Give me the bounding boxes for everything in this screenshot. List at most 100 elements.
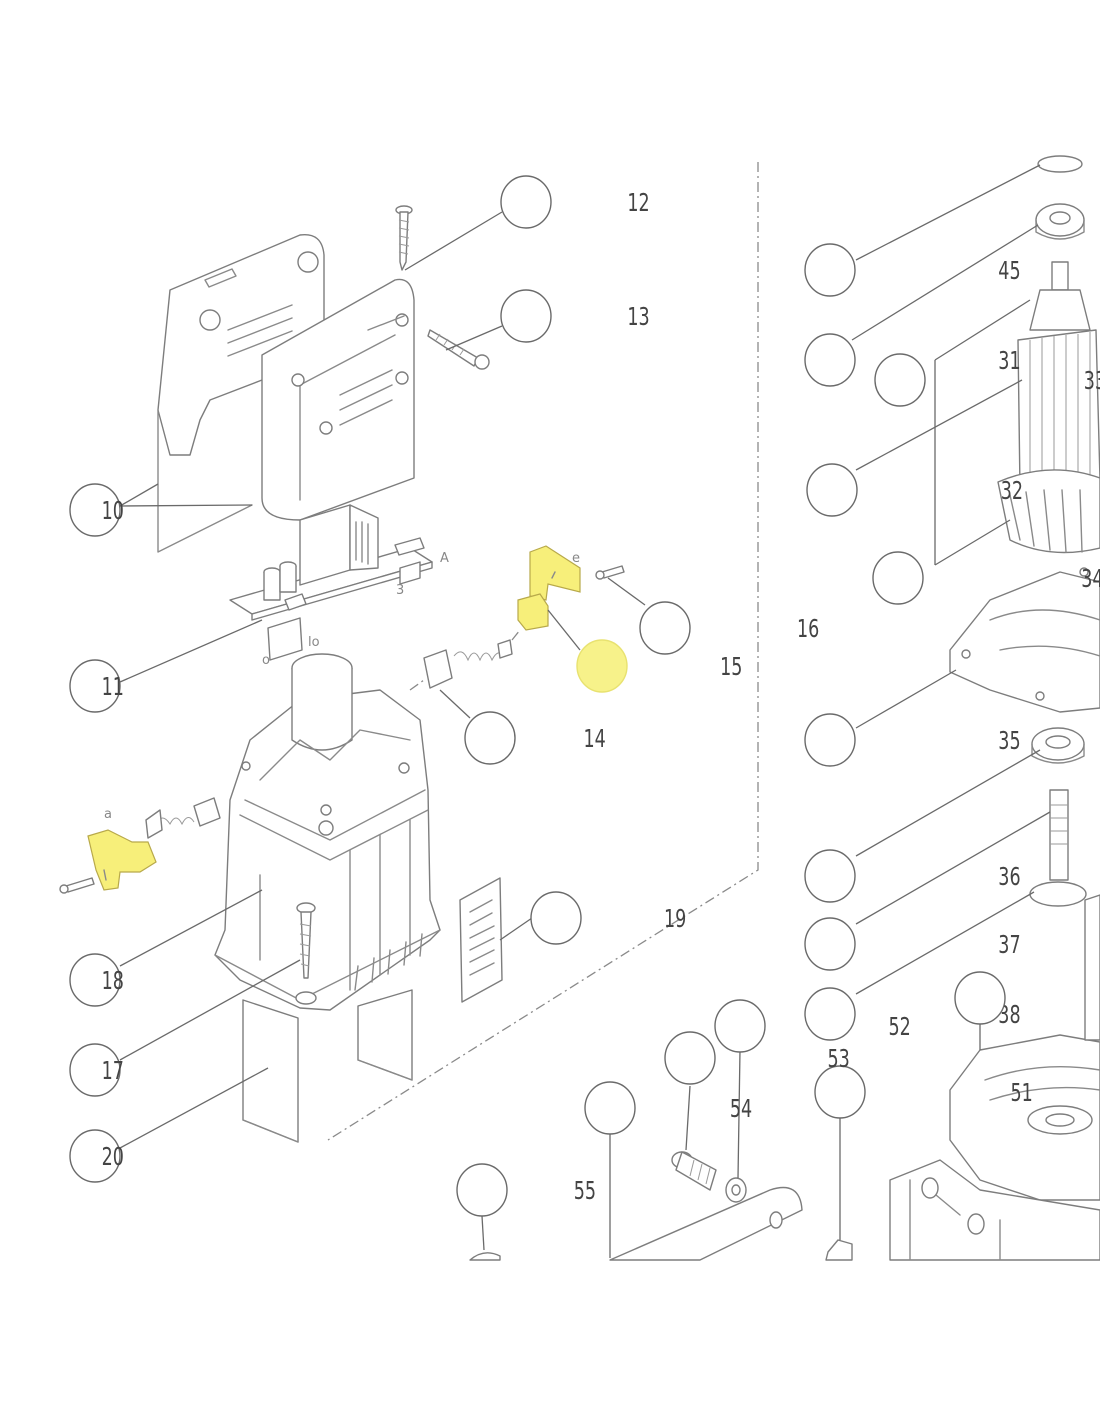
- assembly-boundary-line: [327, 162, 759, 1141]
- callout-11: 11: [69, 659, 124, 713]
- callout-55: 55: [456, 1163, 596, 1217]
- part-10-handle-cover: [157, 233, 325, 553]
- callout-45: 45: [804, 243, 1021, 297]
- callout-number: 20: [102, 1143, 124, 1172]
- part-31-bearing: [1035, 203, 1085, 240]
- callout-number: 55: [574, 1177, 596, 1206]
- callout-35: 35: [804, 713, 1021, 767]
- callout-20: 20: [69, 1129, 124, 1183]
- part-45-washer: [1037, 155, 1083, 173]
- callout-18: 18: [69, 953, 124, 1007]
- part-14-carbon-brush: [409, 629, 521, 691]
- callout-circle: [714, 999, 766, 1053]
- callout-circle: [804, 987, 856, 1041]
- callout-52: 52: [714, 999, 911, 1053]
- callout-number: 14: [583, 725, 605, 754]
- callout-number: 34: [1081, 565, 1100, 594]
- part-32-armature: [1017, 261, 1100, 491]
- callout-circle: [456, 1163, 508, 1217]
- callout-16: 16: [639, 601, 819, 655]
- part-37-pinion: [1049, 789, 1069, 881]
- lower-carbon-brush: [145, 797, 221, 839]
- callout-number: 32: [1001, 477, 1023, 506]
- callout-circle: [804, 333, 856, 387]
- part-35-flange: [949, 567, 1100, 713]
- callout-circle: [576, 639, 628, 693]
- pcb-mark-a: A: [440, 551, 449, 566]
- part-34-fan: [997, 469, 1100, 554]
- callout-number: 11: [102, 673, 124, 702]
- base-assembly: [889, 1159, 1100, 1261]
- callout-number: 51: [1010, 1079, 1032, 1108]
- callout-circle: [69, 1043, 121, 1097]
- callout-labels: 1011121314151617181920313233343536373845…: [69, 175, 1100, 1217]
- callout-number: 15: [720, 653, 742, 682]
- callout-number: 54: [730, 1095, 752, 1124]
- callout-circle: [806, 463, 858, 517]
- callout-circle: [69, 659, 121, 713]
- callout-54: 54: [584, 1081, 752, 1135]
- callout-19: 19: [530, 891, 686, 945]
- callout-circle: [872, 551, 924, 605]
- callout-circle: [530, 891, 582, 945]
- callout-circle: [639, 601, 691, 655]
- callout-14: 14: [464, 711, 606, 765]
- part-38-o-ring: [1029, 881, 1087, 907]
- callout-33: 33: [874, 353, 1100, 407]
- callout-number: 19: [664, 905, 686, 934]
- part-17-screw: [295, 902, 317, 1005]
- callout-15: 15: [576, 639, 742, 693]
- callout-number: 31: [998, 347, 1020, 376]
- callout-number: 37: [998, 931, 1020, 960]
- callout-12: 12: [500, 175, 650, 229]
- part-15-brush-holder-upper: e: [517, 545, 581, 631]
- pcb-mark-c: e: [572, 551, 580, 566]
- part-51-nut: [825, 1239, 853, 1261]
- callout-circle: [69, 953, 121, 1007]
- part-20-column: [242, 989, 413, 1143]
- part-11-pcb: A 3 lo o: [229, 504, 449, 668]
- callout-number: 35: [998, 727, 1020, 756]
- callout-number: 12: [627, 189, 649, 218]
- part-52-washer: [725, 1177, 747, 1203]
- pcb-mark-b: 3: [396, 583, 404, 598]
- part-55-fastener: [469, 1252, 501, 1261]
- callout-50: 50: [954, 971, 1006, 1025]
- callout-53: 53: [664, 1031, 850, 1085]
- callout-37: 37: [804, 917, 1021, 971]
- callout-number: 16: [797, 615, 819, 644]
- part-12-screw: [395, 205, 413, 271]
- callout-10: 10: [69, 483, 124, 537]
- callout-circle: [500, 289, 552, 343]
- pcb-mark-d: a: [104, 807, 112, 822]
- pcb-mark-f: lo: [308, 635, 320, 650]
- part-10-front-cover: [261, 278, 415, 521]
- callout-number: 18: [102, 967, 124, 996]
- part-13-screw: [427, 329, 490, 370]
- part-50-gear-housing: [949, 894, 1100, 1201]
- callout-17: 17: [69, 1043, 124, 1097]
- callout-number: 10: [102, 497, 124, 526]
- callout-circle: [69, 483, 121, 537]
- callout-circle: [804, 713, 856, 767]
- callout-number: 33: [1084, 367, 1100, 396]
- callout-circle: [804, 917, 856, 971]
- part-16-screw: [595, 565, 625, 580]
- part-19-label-plate: [459, 877, 503, 1003]
- part-15-brush-holder-lower: a: [59, 807, 157, 894]
- callout-circle: [69, 1129, 121, 1183]
- callout-number: 53: [827, 1045, 849, 1074]
- callout-32: 32: [806, 463, 1023, 517]
- callout-31: 31: [804, 333, 1021, 387]
- callout-circle: [664, 1031, 716, 1085]
- callout-36: 36: [804, 849, 1021, 903]
- callout-number: 13: [627, 303, 649, 332]
- part-53-bolt: [671, 1151, 717, 1191]
- callout-number: 52: [888, 1013, 910, 1042]
- callout-number: 36: [998, 863, 1020, 892]
- pcb-mark-e: o: [262, 653, 270, 668]
- callout-circle: [804, 849, 856, 903]
- callout-circle: [464, 711, 516, 765]
- leader-lines: [119, 164, 1051, 1258]
